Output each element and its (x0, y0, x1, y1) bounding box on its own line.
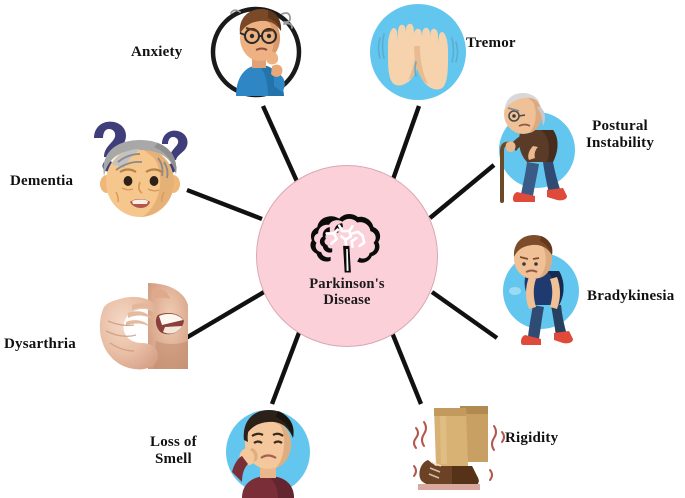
hand-at-mouth-speaking-icon (96, 281, 194, 373)
pinching-nose-boy-icon (216, 398, 320, 498)
shaking-hands-icon (366, 2, 470, 102)
label-dementia: Dementia (10, 173, 74, 189)
stooped-man-with-cane-icon (479, 84, 581, 206)
spoke-tremor (388, 105, 422, 186)
spoke-rigidity (388, 329, 424, 405)
label-dysarthria: Dysarthria (4, 336, 76, 352)
label-tremor: Tremor (466, 35, 516, 51)
spoke-anxiety (260, 105, 302, 187)
spoke-dementia (186, 187, 263, 222)
hub-label-line1: Parkinson's (309, 275, 385, 292)
spoke-loss-of-smell (269, 329, 303, 405)
hub-label-line2: Disease (323, 292, 371, 308)
spoke-dysarthria (184, 290, 266, 340)
slow-hunched-man-icon (489, 233, 593, 353)
confused-elderly-face-icon (84, 118, 196, 220)
spoke-bradykinesia (430, 290, 499, 340)
label-postural-instability: Postural Instability (586, 118, 655, 152)
brain-icon (310, 213, 381, 273)
label-bradykinesia: Bradykinesia (587, 288, 675, 304)
anxious-man-icon (196, 0, 306, 100)
label-rigidity: Rigidity (505, 430, 559, 446)
stiff-boots-icon (406, 392, 510, 498)
spoke-postural-instability (428, 163, 496, 220)
label-loss-of-smell: Loss of Smell (150, 434, 197, 468)
label-anxiety: Anxiety (131, 44, 183, 60)
